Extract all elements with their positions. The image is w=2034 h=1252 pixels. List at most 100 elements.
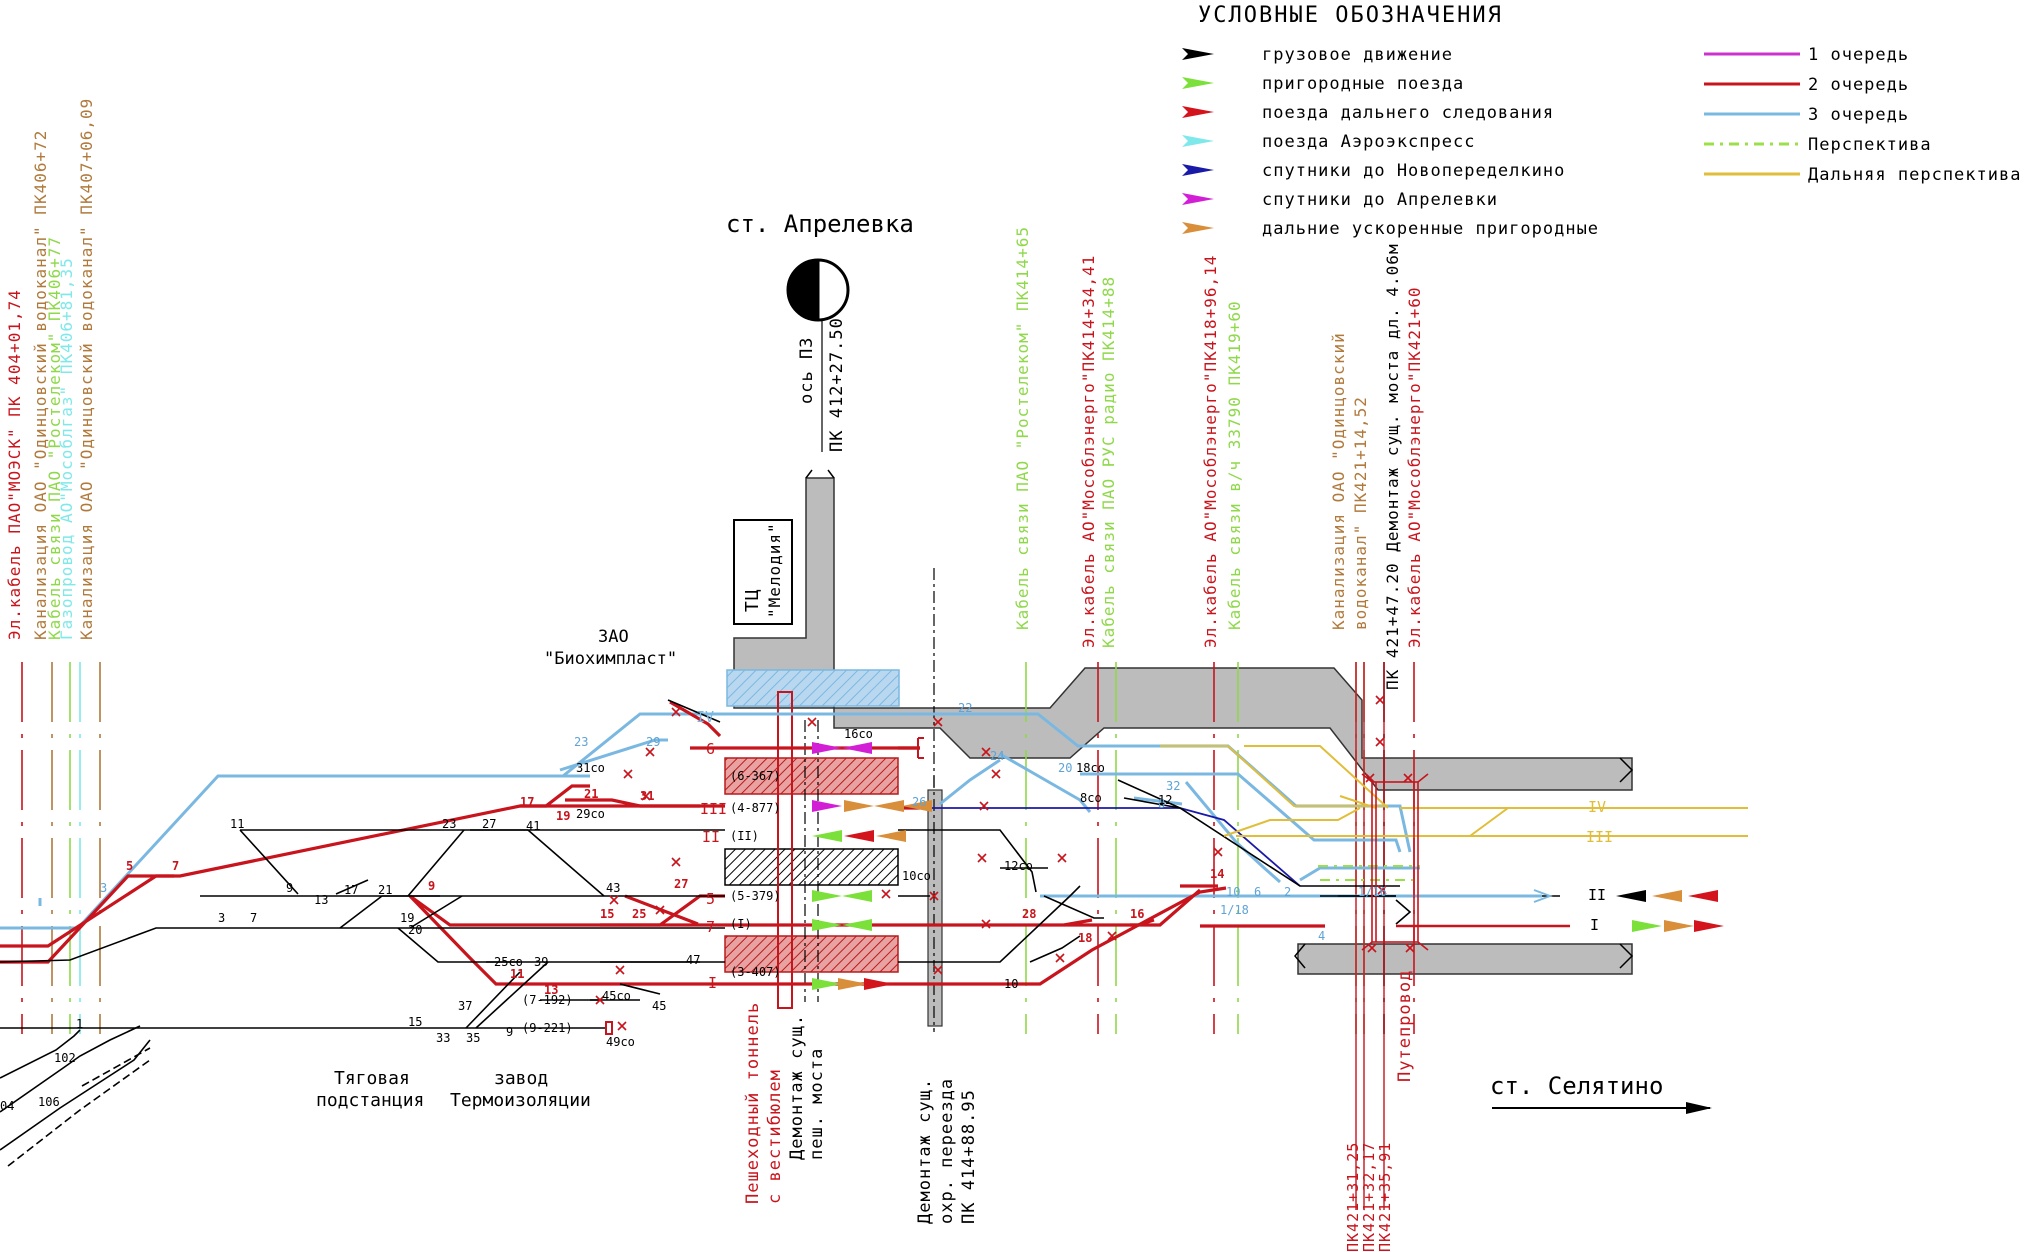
legend-arrow-list: грузовое движение пригородные поезда поезд… bbox=[1182, 45, 1598, 239]
red-cross-icon bbox=[655, 905, 665, 915]
train-arrow-right bbox=[812, 890, 842, 902]
train-arrow-left bbox=[842, 742, 872, 754]
track-len-iii: (4-877) bbox=[730, 801, 781, 815]
track-label-ii: II bbox=[702, 828, 720, 846]
train-arrow-left bbox=[844, 830, 874, 842]
switch-label-red: 31 bbox=[640, 789, 654, 803]
train-arrow-left bbox=[1652, 890, 1682, 902]
red-cross-icon bbox=[645, 747, 655, 757]
switch-label: 15 bbox=[408, 1015, 422, 1029]
dem-crossing-line1: Демонтаж сущ. bbox=[915, 1078, 935, 1224]
switch-label: 8со bbox=[1080, 791, 1102, 805]
switch-label-blue: 1/18 bbox=[1220, 903, 1249, 917]
red-cross-icon bbox=[1057, 853, 1067, 863]
factory-line2: Термоизоляции bbox=[450, 1090, 591, 1111]
switch-label: 3 bbox=[218, 911, 225, 925]
switch-label: 102 bbox=[54, 1051, 76, 1065]
switch-label-red: 7 bbox=[172, 859, 179, 873]
track-len-6: (6-367) bbox=[730, 769, 781, 783]
train-arrow-right bbox=[812, 742, 842, 754]
utility-label: Кабель связи в/ч 33790 ПК419+60 bbox=[1225, 300, 1244, 630]
legend-arrow-label: поезда дальнего следования bbox=[1262, 103, 1554, 123]
switch-label: 35 bbox=[466, 1031, 480, 1045]
switch-label: 10 bbox=[1004, 977, 1018, 991]
track-label-iv-right: IV bbox=[1588, 798, 1606, 816]
train-arrow-right bbox=[1694, 920, 1724, 932]
overpass bbox=[1361, 773, 1429, 951]
road-lower bbox=[1297, 943, 1633, 975]
red-cross-icon bbox=[1405, 943, 1415, 953]
switch-label-blue: 22 bbox=[958, 701, 972, 715]
buffer-stops bbox=[605, 737, 924, 1035]
switch-label-blue: 10 bbox=[1226, 885, 1240, 899]
utility-label: Канализация ОАО "Одинцовский водоканал" … bbox=[31, 130, 50, 640]
train-arrow-left bbox=[902, 800, 932, 812]
switch-label: 33 bbox=[436, 1031, 450, 1045]
switch-label: 12со bbox=[1004, 859, 1033, 873]
utility-label: Канализация ОАО "Одинцовский bbox=[1329, 332, 1348, 630]
far-perspective-lines bbox=[1160, 745, 1748, 837]
switch-label: 41 bbox=[526, 819, 540, 833]
switch-label: 13 bbox=[314, 893, 328, 907]
track-label-iii-right: III bbox=[1586, 828, 1613, 846]
substation-line2: подстанция bbox=[316, 1090, 424, 1111]
switch-label-red: 14 bbox=[1210, 867, 1224, 881]
switch-label: 43 bbox=[606, 881, 620, 895]
substation-line1: Тяговая bbox=[334, 1068, 410, 1089]
legend-arrow-icon bbox=[1182, 222, 1214, 234]
switch-label-blue: 20 bbox=[1058, 761, 1072, 775]
tunnel-line1: Пешеходный тоннель bbox=[743, 1002, 763, 1204]
legend-arrow-icon bbox=[1182, 77, 1214, 89]
platform-red-lower bbox=[724, 935, 899, 973]
train-arrow-left bbox=[842, 919, 872, 931]
switch-label-red: 17 bbox=[520, 795, 534, 809]
train-arrows bbox=[812, 742, 1724, 990]
red-cross-icon bbox=[1403, 773, 1413, 783]
utility-label: Кабель связи ПАО РУС радио ПК414+88 bbox=[1099, 276, 1118, 648]
train-arrow-right bbox=[838, 978, 868, 990]
switch-label: 19 bbox=[400, 911, 414, 925]
switch-label-blue: 4 bbox=[1318, 929, 1325, 943]
overpass-pk1: ПК421+31,25 bbox=[1344, 1142, 1362, 1252]
right-arrowhead-blue bbox=[1533, 889, 1553, 903]
switch-label: 11 bbox=[230, 817, 244, 831]
legend-arrow-label: спутники до Новопеределкино bbox=[1262, 161, 1565, 181]
track-len-9221: (9-221) bbox=[522, 1021, 573, 1035]
station-axis-pk: ПК 412+27.50 bbox=[827, 317, 847, 452]
legend-arrow-label: грузовое движение bbox=[1262, 45, 1453, 65]
switch-label: 16со bbox=[844, 727, 873, 741]
red-cross-icon bbox=[623, 769, 633, 779]
utility-label: водоканал" ПК421+14,52 bbox=[1351, 396, 1370, 630]
train-arrow-left bbox=[874, 800, 904, 812]
switch-label-red: 19 bbox=[556, 809, 570, 823]
red-cross-icon bbox=[671, 707, 681, 717]
station-symbol bbox=[786, 258, 850, 322]
train-arrow-right bbox=[864, 978, 894, 990]
company-type: ЗАО bbox=[598, 627, 629, 647]
red-cross-icon bbox=[1213, 847, 1223, 857]
mall-name: "Мелодия" bbox=[765, 522, 784, 618]
switch-label: 12 bbox=[1158, 793, 1172, 807]
station-axis: ось ПЗ bbox=[797, 337, 817, 404]
red-cross-icon bbox=[1365, 773, 1375, 783]
switch-label: 47 bbox=[686, 953, 700, 967]
red-cross-icon bbox=[595, 995, 605, 1005]
train-arrow-right bbox=[1632, 920, 1662, 932]
switch-label: 25со bbox=[494, 955, 523, 969]
switch-label-blue: 29 bbox=[646, 735, 660, 749]
utility-label: Эл.кабель АО"Мособлэнерго"ПК418+96,14 bbox=[1201, 255, 1220, 648]
platform-black bbox=[724, 848, 899, 886]
legend-arrow-label: пригородные поезда bbox=[1262, 74, 1464, 94]
train-arrow-right bbox=[844, 800, 874, 812]
utility-label: ПК 421+47.20 Демонтаж сущ. моста дл. 4.0… bbox=[1383, 243, 1402, 690]
train-arrow-right bbox=[1664, 920, 1694, 932]
legend-arrow-icon bbox=[1182, 193, 1214, 205]
legend-title: УСЛОВНЫЕ ОБОЗНАЧЕНИЯ bbox=[1198, 3, 1503, 28]
red-cross-markers bbox=[595, 695, 1415, 1031]
train-arrow-right bbox=[812, 800, 842, 812]
legend-line-label: Дальняя перспектива bbox=[1808, 165, 2021, 185]
switch-label: 04 bbox=[0, 1099, 14, 1113]
red-cross-icon bbox=[1055, 953, 1065, 963]
